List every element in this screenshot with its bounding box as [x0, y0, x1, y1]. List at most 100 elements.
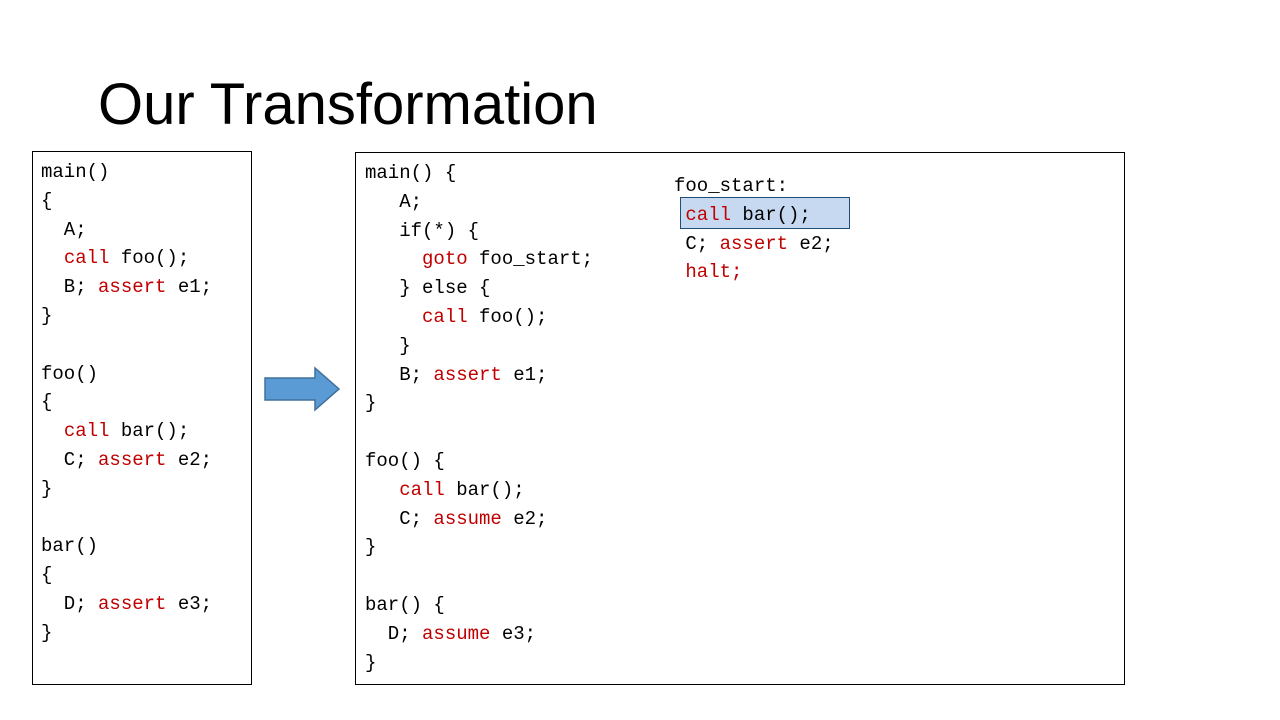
code-text: C; [41, 448, 99, 471]
transformed-code-block: main() { A; if(*) { goto foo_start; } el… [365, 159, 593, 677]
code-text: } [41, 621, 53, 644]
code-text: foo() [41, 362, 99, 385]
code-line: { [41, 388, 212, 417]
code-text: C; [674, 232, 720, 255]
code-text: foo(); [109, 247, 190, 270]
code-text: } [41, 477, 53, 500]
code-line [365, 418, 593, 447]
code-text: } [365, 536, 377, 559]
code-line: foo_start: [674, 172, 834, 201]
code-keyword: assume [433, 507, 502, 530]
code-keyword: assert [719, 232, 789, 255]
code-line: A; [41, 216, 212, 245]
code-text: C; [365, 507, 434, 530]
code-keyword: call [685, 203, 732, 226]
code-line: B; assert e1; [41, 273, 212, 302]
code-line: call foo(); [41, 244, 212, 273]
code-text: A; [41, 218, 87, 241]
code-text: B; [365, 363, 434, 386]
slide-title: Our Transformation [98, 72, 598, 137]
code-text: e2; [788, 232, 834, 255]
code-keyword: call [63, 420, 110, 443]
code-text: bar() [41, 535, 99, 558]
code-line [41, 504, 212, 533]
code-text: e2; [501, 507, 548, 530]
code-keyword: assume [422, 622, 491, 645]
code-keyword: call [63, 247, 110, 270]
code-text: } else { [365, 277, 491, 300]
code-line: call foo(); [365, 303, 593, 332]
code-text: { [41, 564, 53, 587]
code-text: foo_start: [674, 175, 789, 197]
code-text: main() [41, 161, 110, 183]
code-line: bar() { [365, 591, 593, 620]
code-text [41, 420, 64, 442]
code-keyword: assert [98, 276, 167, 299]
code-text: } [365, 334, 411, 357]
code-keyword: goto [422, 248, 468, 271]
code-text: e2; [166, 448, 213, 471]
code-text: { [41, 189, 53, 212]
transformed-code-panel [355, 152, 1125, 685]
code-line: } [41, 302, 212, 331]
code-keyword: call [422, 305, 468, 328]
code-line: { [41, 561, 212, 590]
code-line: main() { [365, 159, 593, 188]
code-line: B; assert e1; [365, 361, 593, 390]
code-line: if(*) { [365, 217, 593, 246]
code-text: main() { [365, 162, 457, 184]
code-line: D; assert e3; [41, 590, 212, 619]
code-text: A; [365, 190, 423, 213]
code-line: } [365, 649, 593, 678]
code-line: } else { [365, 274, 593, 303]
code-text: e1; [166, 276, 213, 299]
code-text: e3; [490, 622, 537, 645]
code-keyword: assert [433, 363, 502, 386]
code-text: if(*) { [365, 219, 480, 242]
code-text: bar() { [365, 593, 445, 616]
code-line [41, 331, 212, 360]
code-line: C; assert e2; [41, 446, 212, 475]
code-text [674, 261, 685, 283]
code-text [41, 247, 64, 269]
code-line: } [365, 332, 593, 361]
code-text: bar(); [109, 420, 190, 443]
code-text: e3; [166, 592, 213, 615]
code-line: foo() { [365, 447, 593, 476]
code-line: { [41, 187, 212, 216]
code-line: halt; [674, 258, 834, 287]
code-keyword: assert [98, 448, 167, 471]
code-text [365, 479, 399, 501]
code-text: D; [41, 592, 99, 615]
code-line: A; [365, 188, 593, 217]
code-text: bar(); [444, 478, 525, 501]
code-line: C; assert e2; [674, 230, 834, 259]
code-text: D; [365, 622, 423, 645]
call-bar-highlight [680, 197, 850, 229]
code-line [365, 562, 593, 591]
foo-start-code-block: foo_start: call bar(); C; assert e2; hal… [674, 172, 834, 287]
code-line: D; assume e3; [365, 620, 593, 649]
code-line: bar() [41, 532, 212, 561]
code-text: bar(); [731, 203, 811, 226]
code-line: C; assume e2; [365, 505, 593, 534]
code-line: call bar(); [674, 201, 834, 230]
code-text: e1; [501, 363, 548, 386]
code-text: B; [41, 276, 99, 299]
right-arrow-icon [264, 366, 341, 412]
code-line: call bar(); [365, 476, 593, 505]
code-text: } [365, 392, 377, 415]
code-line: main() [41, 158, 212, 187]
code-line: goto foo_start; [365, 245, 593, 274]
code-line: foo() [41, 360, 212, 389]
original-code-panel [32, 151, 252, 685]
original-code-block: main() { A; call foo(); B; assert e1;} foo… [41, 158, 212, 648]
code-text [365, 306, 422, 328]
code-text: foo_start; [467, 248, 594, 271]
code-text: foo(); [467, 305, 548, 328]
code-line: call bar(); [41, 417, 212, 446]
code-text: } [365, 651, 377, 674]
code-text [674, 204, 685, 226]
code-keyword: halt; [685, 261, 743, 284]
code-line: } [365, 389, 593, 418]
